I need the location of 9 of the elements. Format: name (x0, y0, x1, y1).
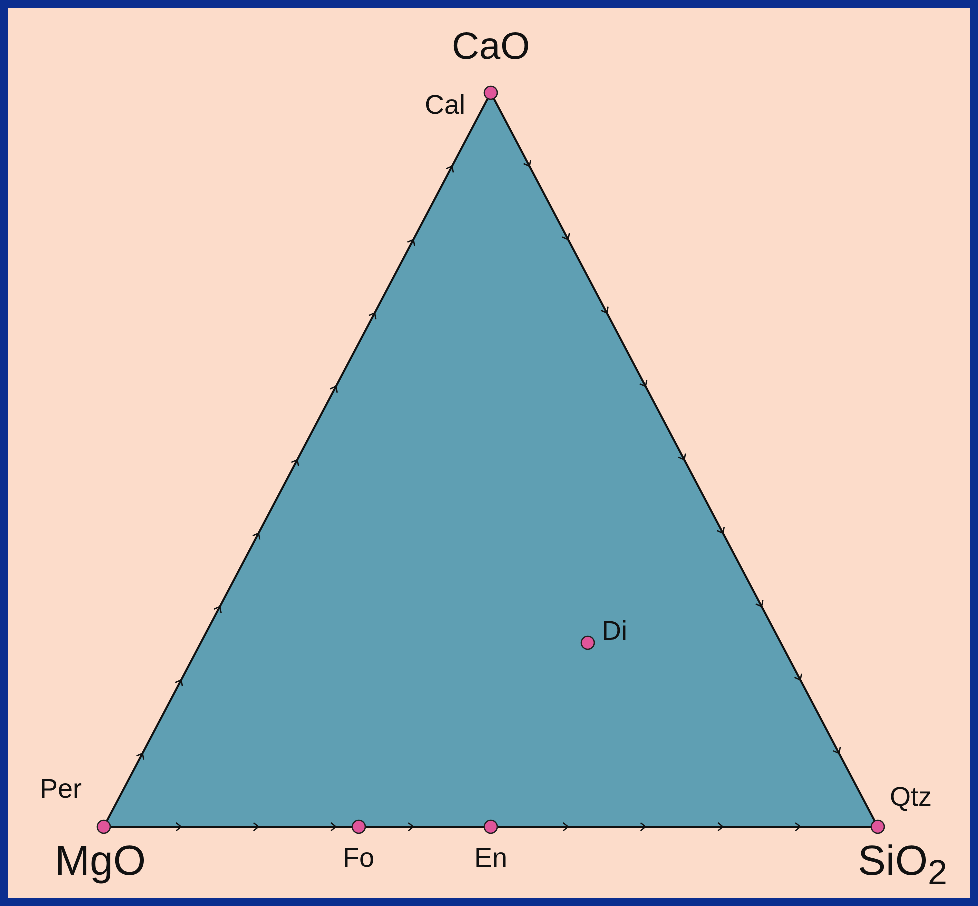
corner-label: SiO$_{2}$ (858, 840, 948, 890)
mineral-label: Cal (425, 92, 466, 119)
mineral-label: Di (602, 618, 628, 645)
mineral-label: Fo (343, 845, 375, 872)
mineral-label: Per (40, 776, 82, 803)
mineral-label: En (474, 845, 508, 872)
corner-label: MgO (55, 840, 146, 882)
corner-label: CaO (452, 28, 530, 66)
mineral-label: Qtz (890, 784, 932, 811)
